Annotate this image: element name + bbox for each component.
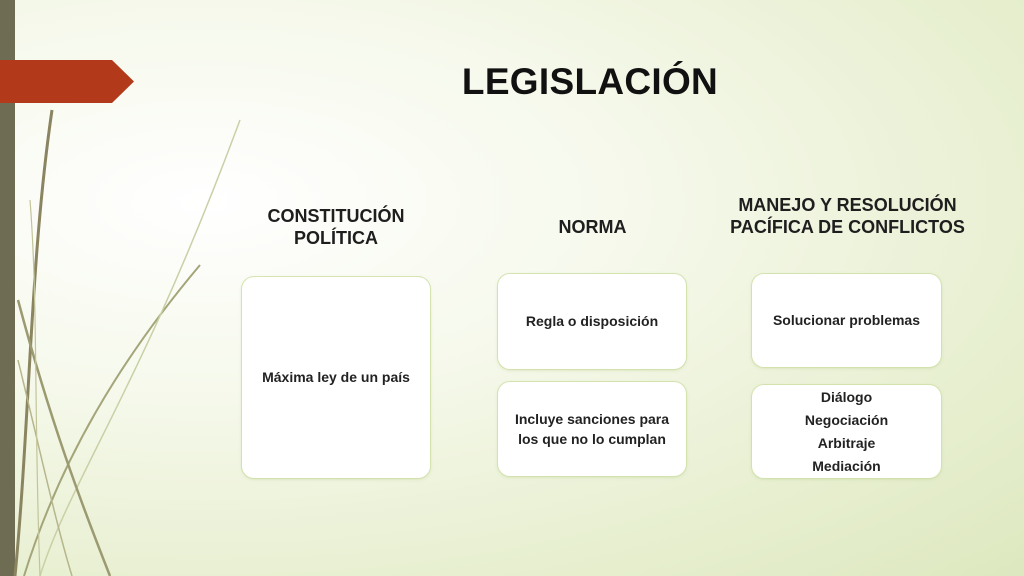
slide-title: LEGISLACIÓN xyxy=(461,61,719,102)
box-sanciones: Incluye sanciones para los que no lo cum… xyxy=(498,382,686,476)
column-header-norma: NORMA xyxy=(558,217,627,237)
box-metodos-list: Diálogo Negociación Arbitraje Mediación xyxy=(752,385,941,478)
box-solucionar: Solucionar problemas xyxy=(752,274,941,367)
list-item: Mediación xyxy=(812,457,881,474)
column-header-constitucion: CONSTITUCIÓN POLÍTICA xyxy=(267,206,405,248)
left-sidebar-strip xyxy=(0,0,15,576)
decorative-branches xyxy=(13,109,241,576)
methods-list: Diálogo Negociación Arbitraje Mediación xyxy=(805,386,888,478)
list-item: Arbitraje xyxy=(817,434,876,451)
list-item: Diálogo xyxy=(820,388,873,405)
box-maxima-ley: Máxima ley de un país xyxy=(242,277,430,478)
box-label: Máxima ley de un país xyxy=(262,369,410,385)
list-item: Negociación xyxy=(804,411,889,428)
title-accent-tab xyxy=(0,60,134,103)
box-label: Incluye sanciones para los que no lo cum… xyxy=(514,411,670,447)
box-label: Solucionar problemas xyxy=(772,312,921,328)
column-header-manejo: MANEJO Y RESOLUCIÓN PACÍFICA DE CONFLICT… xyxy=(730,195,965,237)
box-label: Regla o disposición xyxy=(525,313,659,329)
box-regla: Regla o disposición xyxy=(498,274,686,369)
